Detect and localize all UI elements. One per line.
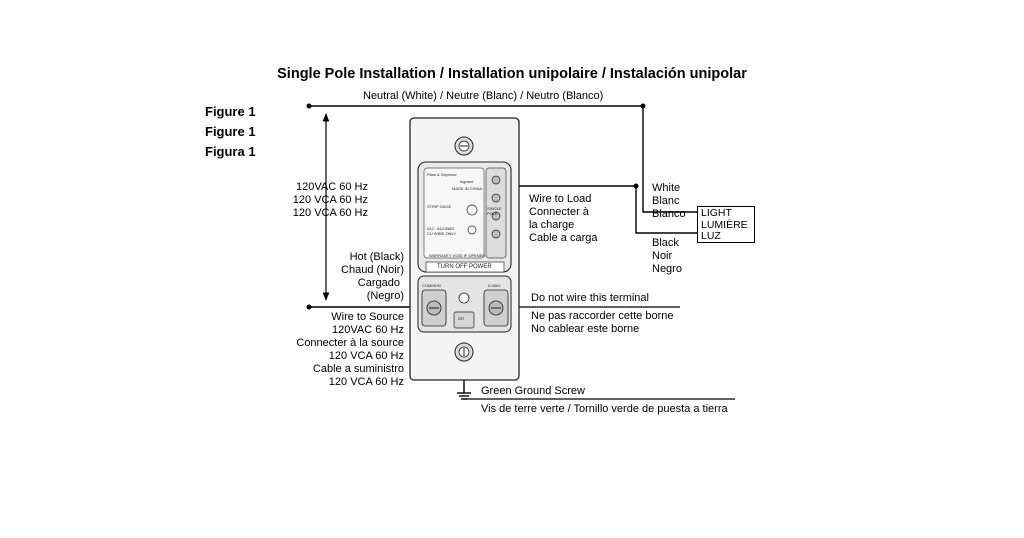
white-label-3: Blanco [652, 208, 686, 220]
device-switch-type: SINGLE POLE [487, 206, 502, 216]
ground-label-1: Green Ground Screw [481, 385, 585, 397]
diagram-title: Single Pole Installation / Installation … [277, 66, 747, 82]
load-label-2: Connecter à [529, 206, 589, 218]
source-label-3: Connecter à la source [296, 337, 404, 349]
black-to-light-wire [635, 186, 697, 234]
neutral-label: Neutral (White) / Neutre (Blanc) / Neutr… [363, 90, 604, 102]
hot-label-2: Chaud (Noir) [341, 264, 404, 276]
white-label-2: Blanc [652, 195, 680, 207]
light-label-es: LUZ [701, 230, 721, 242]
voltage-label-3: 120 VCA 60 Hz [292, 207, 368, 219]
device-strip-gage: STRIP GAGE [427, 204, 452, 209]
load-label-1: Wire to Load [529, 193, 592, 205]
source-label-1: Wire to Source [331, 311, 404, 323]
figure-label-en: Figure 1 [205, 104, 256, 119]
figure-label-es: Figura 1 [205, 144, 256, 159]
ground-label-2: Vis de terre verte / Tornillo verde de p… [481, 403, 728, 415]
hot-label-1: Hot (Black) [349, 251, 404, 263]
light-label-fr: LUMIÈRE [701, 218, 748, 231]
black-label-3: Negro [652, 263, 682, 275]
device-made-in: MADE IN CHINA [452, 186, 483, 191]
light-label-en: LIGHT [701, 207, 732, 219]
black-label-2: Noir [652, 250, 673, 262]
figure-label-fr: Figure 1 [205, 124, 256, 139]
source-label-5: Cable a suministro [312, 363, 404, 375]
light-box: LIGHT LUMIÈRE LUZ [697, 206, 755, 243]
device-dway-label: D-WAY [488, 283, 501, 288]
source-label-6: 120 VCA 60 Hz [328, 376, 404, 388]
voltage-label-2: 120 VCA 60 Hz [292, 194, 368, 206]
no-wire-label-3: No cablear este borne [531, 323, 640, 335]
black-label-1: Black [652, 237, 679, 249]
voltage-label-1: 120VAC 60 Hz [296, 181, 368, 193]
load-label-3: la charge [529, 219, 575, 231]
device-brand: Pass & Seymour [427, 172, 457, 177]
device-common-label: COMMON [422, 283, 441, 288]
no-wire-label-2: Ne pas raccorder cette borne [531, 310, 674, 322]
load-label-4: Cable a carga [529, 232, 598, 244]
hot-source-dot [306, 304, 312, 310]
neutral-source-dot [306, 103, 312, 109]
no-wire-label-1: Do not wire this terminal [531, 292, 649, 304]
source-label-4: 120 VCA 60 Hz [328, 350, 404, 362]
device-ground-marking: GR [458, 316, 464, 321]
device-brand-2: legrand [460, 179, 474, 184]
white-to-light-wire [642, 186, 697, 213]
dimmer-device [409, 117, 520, 381]
white-label-1: White [652, 182, 681, 194]
hot-label-4: (Negro) [366, 290, 404, 302]
device-warning: TURN OFF POWER [437, 264, 492, 270]
source-label-2: 120VAC 60 Hz [332, 324, 404, 336]
device-wire-spec: #12 - #14 AWG CU WIRE ONLY [427, 226, 457, 236]
device-warranty: WARRANTY VOID IF OPENED [429, 253, 486, 258]
hot-label-3: Cargado [357, 277, 400, 289]
